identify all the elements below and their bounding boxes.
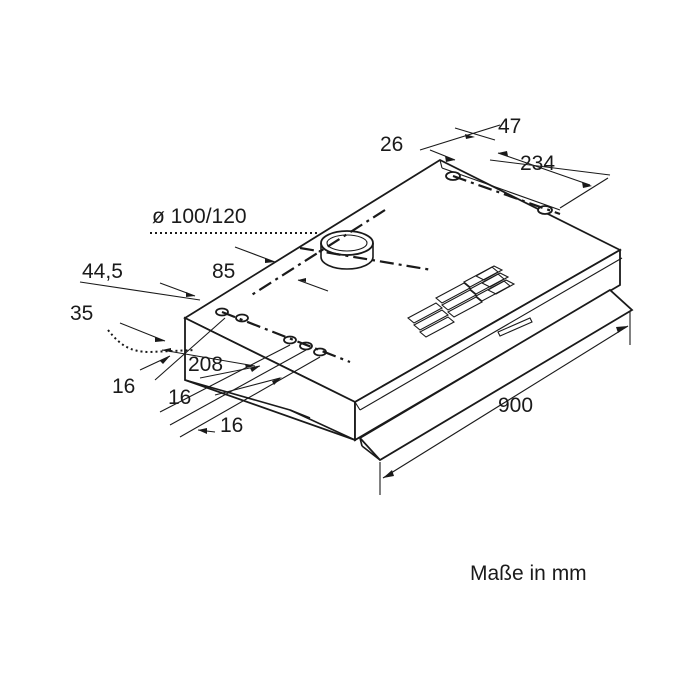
dim-44-5: 44,5 (82, 260, 123, 283)
dim-47: 47 (498, 115, 521, 138)
dimension-lines (79, 124, 631, 495)
dim-16-second: 16 (168, 386, 191, 409)
dim-900: 900 (498, 394, 533, 417)
dim-234: 234 (520, 152, 555, 175)
dimension-labels: 26 47 234 ø 100/120 85 44,5 35 208 16 16… (70, 115, 555, 437)
hood-visor (358, 288, 634, 462)
filter-grille (407, 265, 533, 338)
dim-26: 26 (380, 133, 403, 156)
dim-16-third: 16 (220, 414, 243, 437)
dim-diameter: ø 100/120 (152, 205, 247, 228)
dim-35: 35 (70, 302, 93, 325)
centre-lines (221, 174, 561, 364)
dim-16-first: 16 (112, 375, 135, 398)
dim-208: 208 (188, 353, 223, 376)
dotted-leaders (107, 232, 320, 354)
dim-85: 85 (212, 260, 235, 283)
exhaust-outlet (320, 230, 374, 270)
units-note: Maße in mm (470, 562, 587, 585)
hood-handle (497, 317, 533, 337)
